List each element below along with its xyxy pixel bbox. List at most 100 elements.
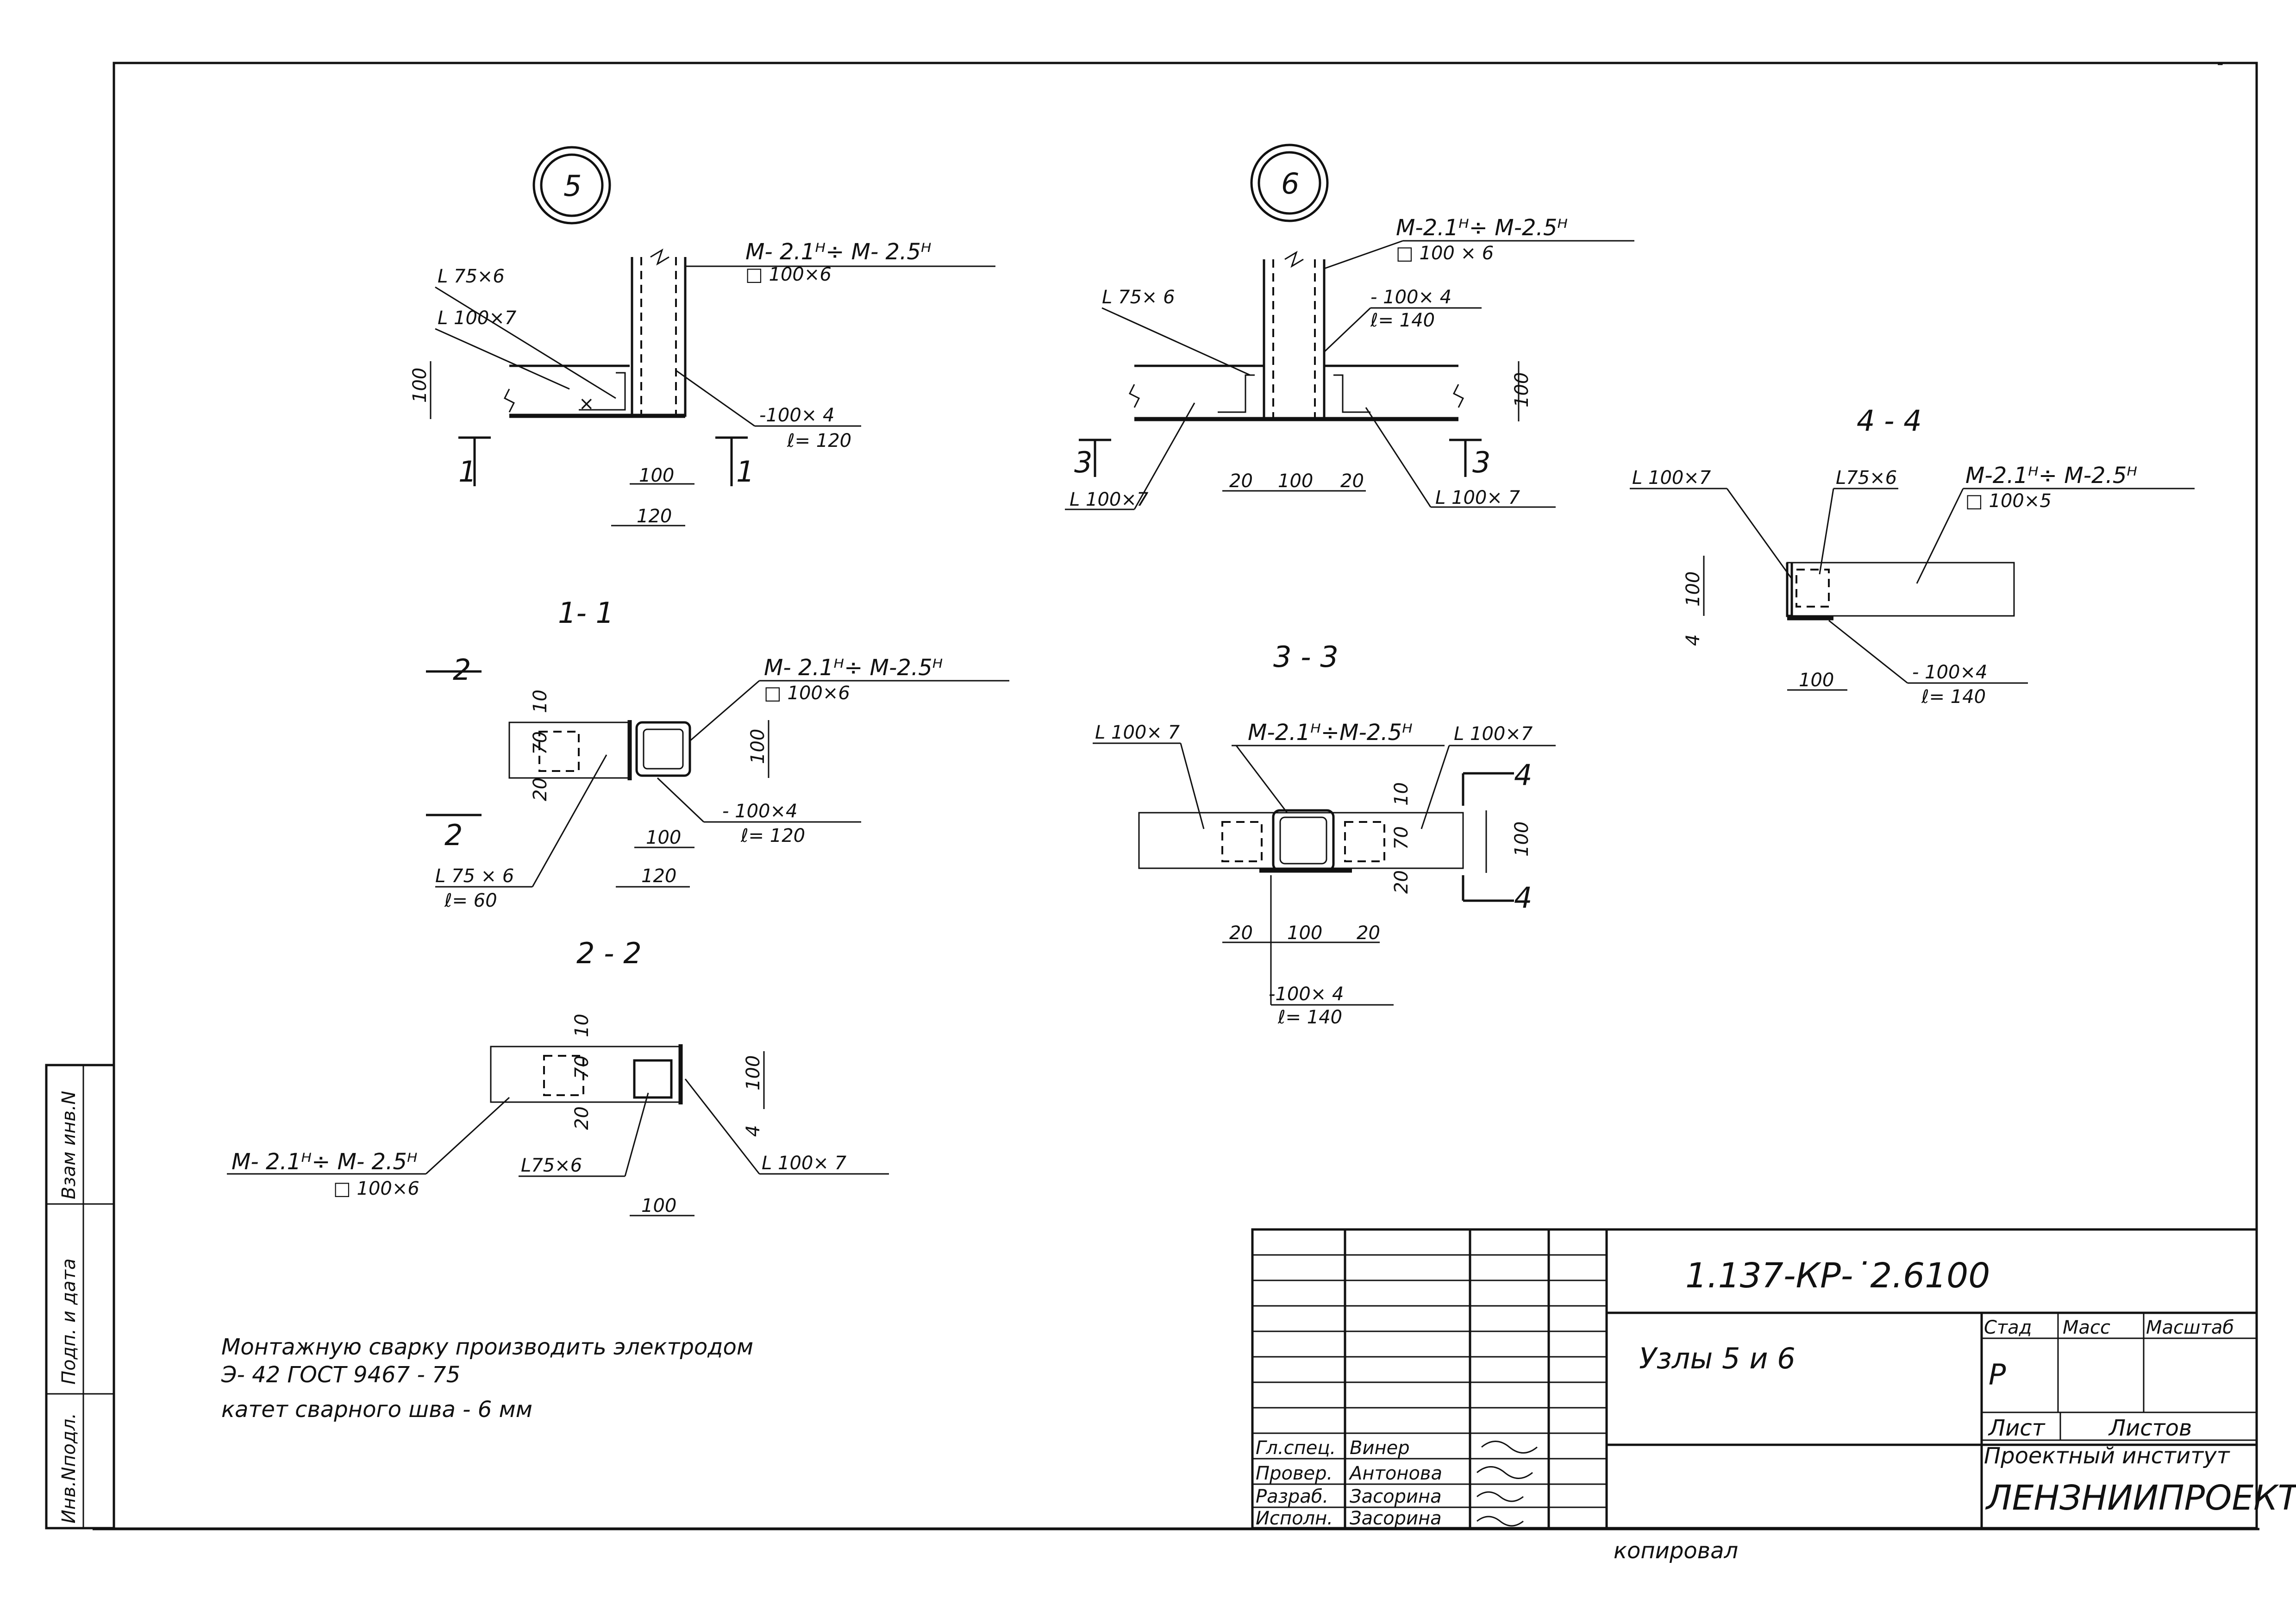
node5-angle	[579, 372, 626, 411]
node-6-inner-circle	[1257, 151, 1321, 215]
s33-member-leader	[1235, 745, 1288, 813]
s33-tube-inner	[1279, 816, 1327, 865]
s22-angle-big-label: L 100× 7	[762, 1153, 847, 1174]
s33-angle-left-label: L 100× 7	[1095, 722, 1180, 743]
signature-4	[1476, 1516, 1524, 1527]
s44-beam-end	[1786, 563, 1793, 617]
side-stamp-box	[45, 1064, 115, 1530]
node5-plate-leader	[676, 370, 755, 427]
node6-cut-right	[1449, 439, 1482, 477]
s33-beam	[1138, 812, 1464, 869]
sheet-frame	[113, 62, 2258, 1530]
node-5-number: 5	[563, 169, 582, 203]
s11-angle-len: ℓ= 60	[444, 890, 497, 911]
sheets-label: Листов	[2108, 1415, 2192, 1441]
col-stage: Стад	[1984, 1317, 2032, 1338]
general-notes: Монтажную сварку производить электродом …	[221, 1334, 753, 1423]
s44-angle-small-label: L75×6	[1836, 467, 1897, 489]
node5-plate-label: -100× 4	[759, 405, 834, 426]
s33-plate-len: ℓ= 140	[1277, 1007, 1342, 1028]
node5-weld-x: ×	[579, 393, 594, 414]
node6-plate-len: ℓ= 140	[1370, 310, 1435, 331]
side-stamp-orig: Инв.Nподл.	[58, 1413, 80, 1524]
s44-member-leader	[1916, 488, 1964, 584]
s11-angle	[538, 731, 580, 772]
section-3-3-title: 3 - 3	[1273, 640, 1339, 674]
s33-plate-label: -100× 4	[1269, 984, 1344, 1005]
side-stamp-sign: Подп. и дата	[58, 1259, 80, 1385]
section-2-2-title: 2 - 2	[576, 936, 642, 970]
s22-dim-10: 10	[571, 1014, 593, 1037]
s11-dim-120: 120	[641, 865, 676, 887]
s44-angle-big-label: L 100×7	[1632, 467, 1711, 489]
s44-plate-leader	[1828, 620, 1908, 684]
s22-tube-label: □ 100×6	[333, 1178, 419, 1199]
doc-title: Узлы 5 и 6	[1639, 1342, 1796, 1375]
node5-member-label: M- 2.1ᴴ÷ M- 2.5ᴴ	[745, 239, 932, 265]
node-5-outer-circle	[532, 146, 611, 225]
node6-plate-leader	[1323, 307, 1371, 353]
node-5-detail: 5 × M- 2.1ᴴ÷ M- 2.5ᴴ □ 100×6 L 75×6 L 10…	[409, 146, 995, 527]
s33-dim-20b: 20	[1357, 922, 1380, 944]
note-line-1: Монтажную сварку производить электродом	[221, 1334, 753, 1360]
node-6-detail: 6 M-2.1ᴴ÷ M-2.5ᴴ □ 100 × 6 L 75× 6 - 100…	[1065, 144, 1634, 510]
s22-dim-100v: 100	[743, 1055, 764, 1091]
node6-cut-right-label: 3	[1472, 445, 1490, 479]
node5-cut-right	[715, 436, 748, 486]
section-1-1: 1- 1 2 2 M- 2.1ᴴ÷ M-2.5ᴴ □ 100×6 - 100×4…	[426, 596, 1009, 911]
node5-dim-100: 100	[639, 465, 674, 486]
section-2-2: 2 - 2 M- 2.1ᴴ÷ M- 2.5ᴴ □ 100×6 L75×6 L 1…	[227, 936, 889, 1216]
s33-member-label: M-2.1ᴴ÷M-2.5ᴴ	[1248, 720, 1413, 746]
signature-2	[1476, 1466, 1533, 1479]
node5-cut-left-label: 1	[458, 455, 476, 489]
s22-angle-small-leader	[624, 1092, 649, 1177]
node6-tube-label: □ 100 × 6	[1396, 243, 1494, 264]
node5-cut-right-label: 1	[736, 455, 754, 489]
section-4-4: 4 - 4 L 100×7 L75×6 M-2.1ᴴ÷ M-2.5ᴴ □ 100…	[1630, 404, 2195, 708]
s11-tube-inner	[643, 728, 684, 770]
node5-tube-label: □ 100×6	[745, 264, 832, 285]
section-4-4-title: 4 - 4	[1857, 404, 1922, 438]
s11-dim-10: 10	[530, 690, 551, 713]
s33-cut-top	[1462, 772, 1514, 806]
node-6-number: 6	[1281, 167, 1299, 201]
node6-angle-right-leader	[1365, 407, 1432, 508]
s33-dim-10: 10	[1391, 782, 1412, 806]
s22-dim-4: 4	[743, 1125, 764, 1137]
node6-angle-left	[1218, 374, 1255, 413]
s33-cut-bottom-label: 4	[1514, 881, 1532, 915]
s44-dim-100: 100	[1799, 670, 1834, 691]
node6-angle-small-leader	[1101, 307, 1251, 376]
s33-angle-right-label: L 100×7	[1454, 723, 1533, 745]
title-block: 1.137-КР-˙2.6100 Узлы 5 и 6 Стад Масс Ма…	[1251, 1228, 2296, 1530]
s33-angle-right-leader	[1420, 745, 1450, 829]
s33-dim-70: 70	[1391, 826, 1412, 850]
node6-dim-20b: 20	[1340, 470, 1364, 492]
node6-angle-right-label: L 100× 7	[1435, 487, 1520, 508]
stage-value: Р	[1989, 1358, 2006, 1392]
institute-label: Проектный институт	[1984, 1443, 2231, 1469]
s11-cut-bottom-label: 2	[444, 818, 463, 852]
s44-plate-label: - 100×4	[1912, 662, 1987, 683]
s44-beam	[1786, 562, 2015, 617]
role-1: Гл.спец.	[1256, 1437, 1336, 1459]
s11-member-leader	[689, 680, 760, 742]
node6-dim-20a: 20	[1229, 470, 1253, 492]
s11-cut-marks	[426, 670, 482, 816]
node6-angle-right	[1333, 374, 1370, 413]
copied-label: копировал	[1614, 1538, 1738, 1564]
s11-dim-70: 70	[530, 731, 551, 755]
s33-dim-100: 100	[1287, 922, 1322, 944]
section-3-3: 3 - 3 L 100× 7 M-2.1ᴴ÷M-2.5ᴴ L 100×7 -10…	[1093, 640, 1556, 1028]
s11-tube-label: □ 100×6	[764, 683, 850, 704]
node6-angle-left-leader	[1133, 402, 1195, 510]
node6-member-label: M-2.1ᴴ÷ M-2.5ᴴ	[1396, 215, 1568, 241]
role-4: Исполн.	[1256, 1508, 1333, 1529]
node6-dim-100: 100	[1278, 470, 1313, 492]
node6-angle-small-label: L 75× 6	[1102, 287, 1175, 308]
s44-plate-len: ℓ= 140	[1921, 686, 1986, 708]
s33-tube	[1272, 809, 1335, 872]
doc-code: 1.137-КР-˙2.6100	[1685, 1256, 1990, 1296]
s33-cut-bottom	[1462, 875, 1514, 902]
